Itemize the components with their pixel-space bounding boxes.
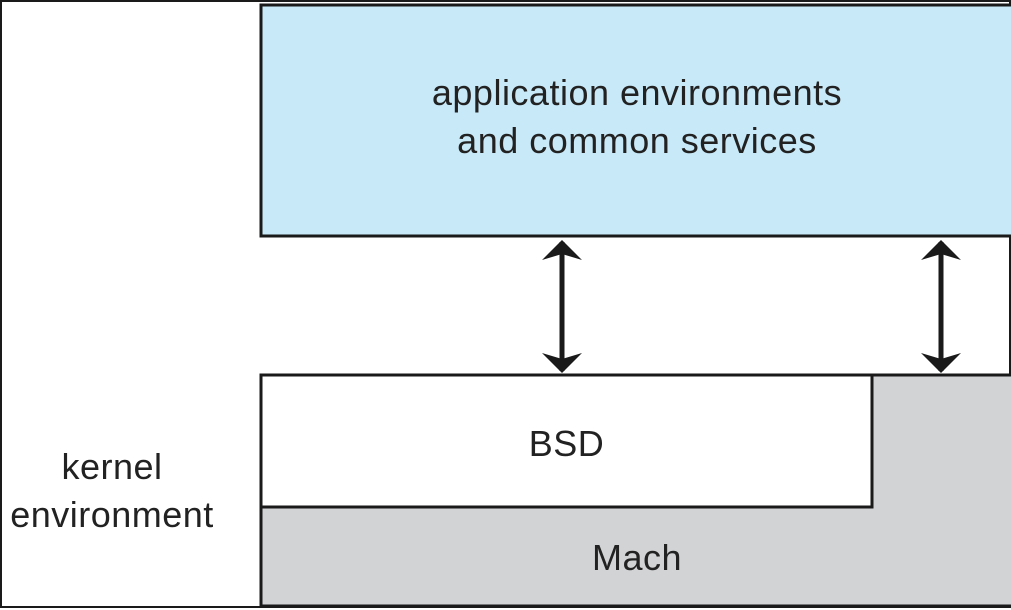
- application-label-line1: application environments: [431, 72, 843, 113]
- kernel-environment-label: kernel environment: [2, 443, 222, 539]
- mach-label: Mach: [591, 537, 683, 578]
- application-label-line2: and common services: [457, 120, 817, 161]
- bsd-block: [259, 373, 874, 509]
- kernel-label-line1: kernel: [61, 446, 163, 487]
- bsd-label: BSD: [528, 423, 605, 464]
- application-environments-label: application environments and common serv…: [263, 69, 1011, 165]
- kernel-label-line2: environment: [10, 494, 214, 535]
- application-environments-block: [259, 3, 1011, 238]
